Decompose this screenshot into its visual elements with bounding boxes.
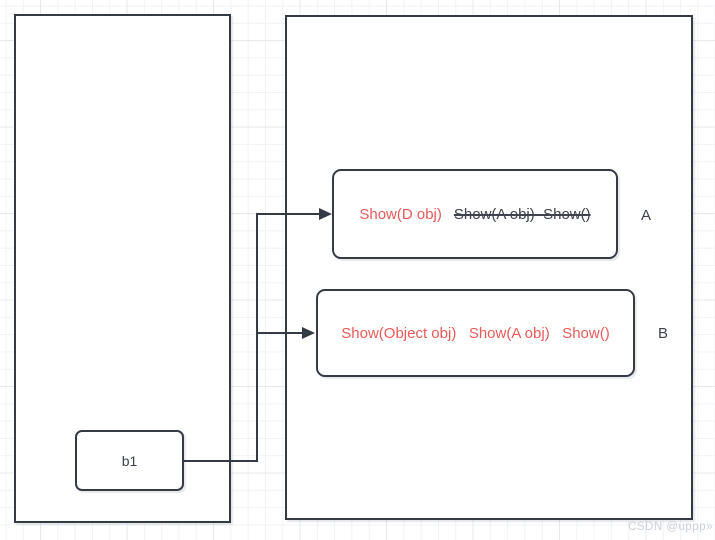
b1-box: b1 <box>75 430 184 491</box>
method-struck-overrides: Show(A obj) Show() <box>453 205 591 223</box>
label-b: B <box>657 324 668 342</box>
method-box-a: Show(D obj) Show(A obj) Show() <box>332 169 618 259</box>
method-list-b: Show(Object obj) Show(A obj) Show() <box>341 324 610 342</box>
b1-label: b1 <box>121 452 138 469</box>
watermark: CSDN @uppp» <box>628 521 713 533</box>
right-container-box <box>285 15 693 520</box>
method-show-d-obj: Show(D obj) <box>359 205 442 223</box>
method-box-b: Show(Object obj) Show(A obj) Show() <box>316 289 635 377</box>
label-a: A <box>640 206 651 224</box>
